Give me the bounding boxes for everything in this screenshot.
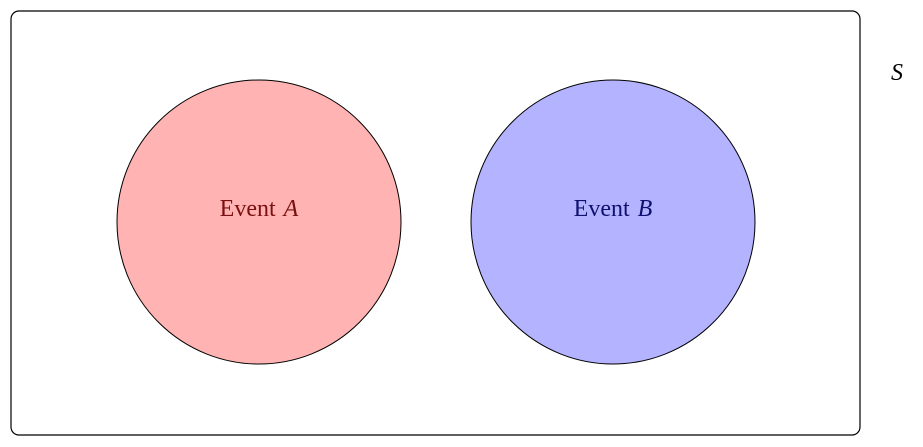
event-b-symbol: B: [638, 196, 653, 222]
sample-space-label: S: [891, 60, 903, 86]
event-b: Event B: [470, 79, 756, 365]
event-b-label: Event B: [574, 196, 653, 222]
event-b-name: Event: [574, 196, 630, 222]
sample-space-box: [10, 10, 861, 436]
event-a-circle: [116, 79, 402, 365]
event-b-circle: [470, 79, 756, 365]
event-a-name: Event: [220, 196, 276, 222]
event-a-symbol: A: [282, 196, 299, 222]
